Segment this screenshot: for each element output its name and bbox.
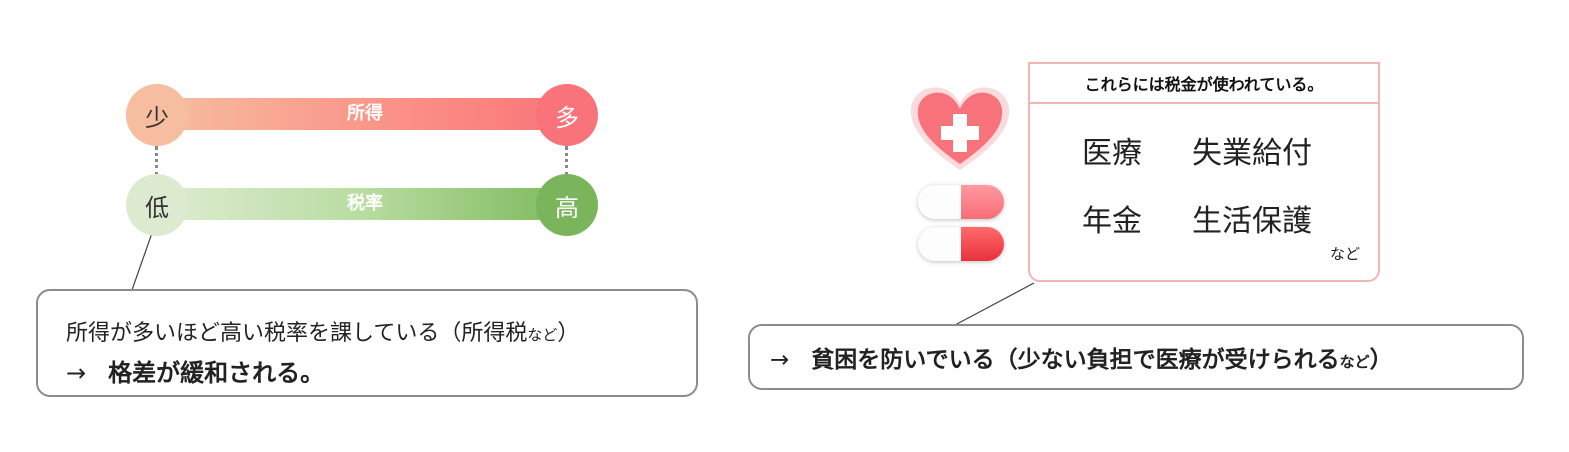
callout-line-2-text: 格差が緩和される。 [108,359,325,387]
callout-line-1-close: ） [557,321,580,346]
right-callout-main: 貧困を防いでいる（少ない負担で医療が受けられる [811,347,1340,373]
tax-low-circle: 低 [126,174,188,236]
poverty-prevention-callout: → 貧困を防いでいる（少ない負担で医療が受けられるなど） [748,324,1524,390]
right-callout-small: など [1339,353,1370,371]
tax-rate-bar-label: 税率 [347,193,383,214]
callout-line-1-text: 所得が多いほど高い税率を課している（所得税 [66,321,528,346]
right-callout-close: ） [1369,347,1393,373]
capsule-icon [918,227,1004,261]
tax-usage-item: 医療 [1082,136,1142,171]
tax-usage-item: 失業給付 [1192,136,1312,171]
right-pointer-line [954,282,1035,326]
tax-usage-box: これらには税金が使われている。 医療 失業給付 年金 生活保護 など [1028,62,1380,282]
callout-line-1-small: など [527,326,558,344]
progressive-tax-callout: 所得が多いほど高い税率を課している（所得税など） → 格差が緩和される。 [36,289,698,397]
tax-usage-title: これらには税金が使われている。 [1028,62,1380,104]
tax-rate-bar: 税率 [150,188,580,220]
arrow-icon: → [770,347,790,373]
capsule-icon [918,185,1004,219]
arrow-icon: → [66,359,87,387]
tax-usage-item: 年金 [1082,204,1142,239]
heart-cross-icon [910,87,1010,170]
left-pointer-line [131,232,153,291]
dotted-connector-left [155,146,158,176]
tax-high-circle: 高 [536,174,598,236]
income-low-circle: 少 [126,84,188,146]
income-bar-label: 所得 [347,103,383,124]
right-callout-text: → 貧困を防いでいる（少ない負担で医療が受けられるなど） [770,340,1393,374]
tax-usage-item: 生活保護 [1192,204,1312,239]
callout-line-2: → 格差が緩和される。 [66,353,668,388]
tax-usage-etc: など [1329,245,1360,263]
income-high-circle: 多 [536,84,598,146]
dotted-connector-right [565,146,568,176]
income-bar: 所得 [150,98,580,130]
callout-line-1: 所得が多いほど高い税率を課している（所得税など） [66,315,668,347]
